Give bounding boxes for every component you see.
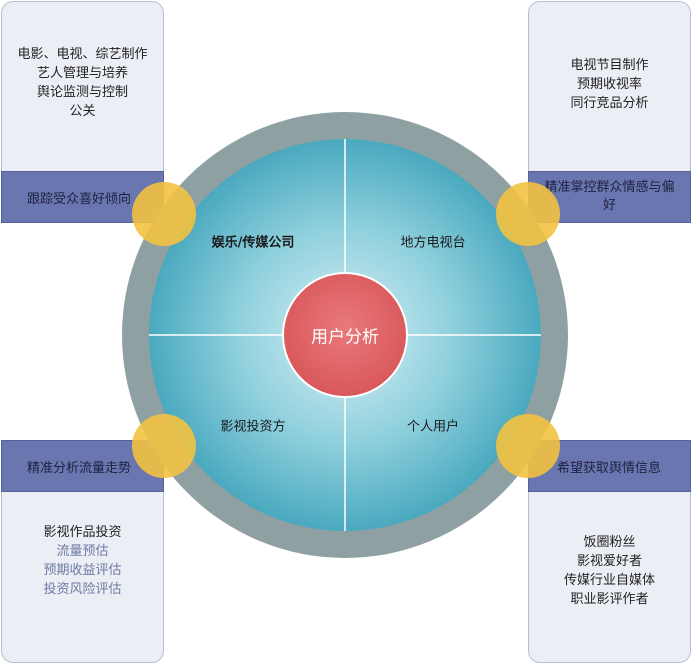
quadrant-label-bottom-right: 个人用户: [406, 419, 460, 435]
node-top-left: [132, 182, 196, 246]
quadrant-label-top-left: 娱乐/传媒公司: [211, 235, 295, 251]
top-right-card: 电视节目制作 预期收视率 同行竞品分析: [528, 1, 691, 196]
bottom-right-card: 饭圈粉丝 影视爱好者 传媒行业自媒体 职业影评作者: [528, 466, 691, 663]
top-right-card-text: 电视节目制作 预期收视率 同行竞品分析: [570, 58, 649, 111]
bottom-left-card: 影视作品投资 流量预估 预期收益评估 投资风险评估: [1, 466, 164, 663]
top-left-card-text: 电影、电视、综艺制作 艺人管理与培养 舆论监测与控制 公关: [17, 47, 148, 119]
center-circle: [282, 272, 408, 398]
quadrant-label-bottom-left: 影视投资方: [220, 419, 286, 435]
top-left-card: 电影、电视、综艺制作 艺人管理与培养 舆论监测与控制 公关: [1, 1, 164, 196]
bottom-right-card-text: 饭圈粉丝 影视爱好者 传媒行业自媒体 职业影评作者: [563, 535, 655, 607]
bottom-left-card-text: 影视作品投资 流量预估 预期收益评估 投资风险评估: [43, 525, 122, 597]
node-bottom-right: [496, 414, 560, 478]
node-top-right: [496, 182, 560, 246]
bottom-right-band: 希望获取舆情信息: [528, 440, 691, 492]
quadrant-label-top-right: 地方电视台: [400, 235, 466, 251]
node-bottom-left: [132, 414, 196, 478]
center-label: 用户分析: [311, 327, 379, 348]
